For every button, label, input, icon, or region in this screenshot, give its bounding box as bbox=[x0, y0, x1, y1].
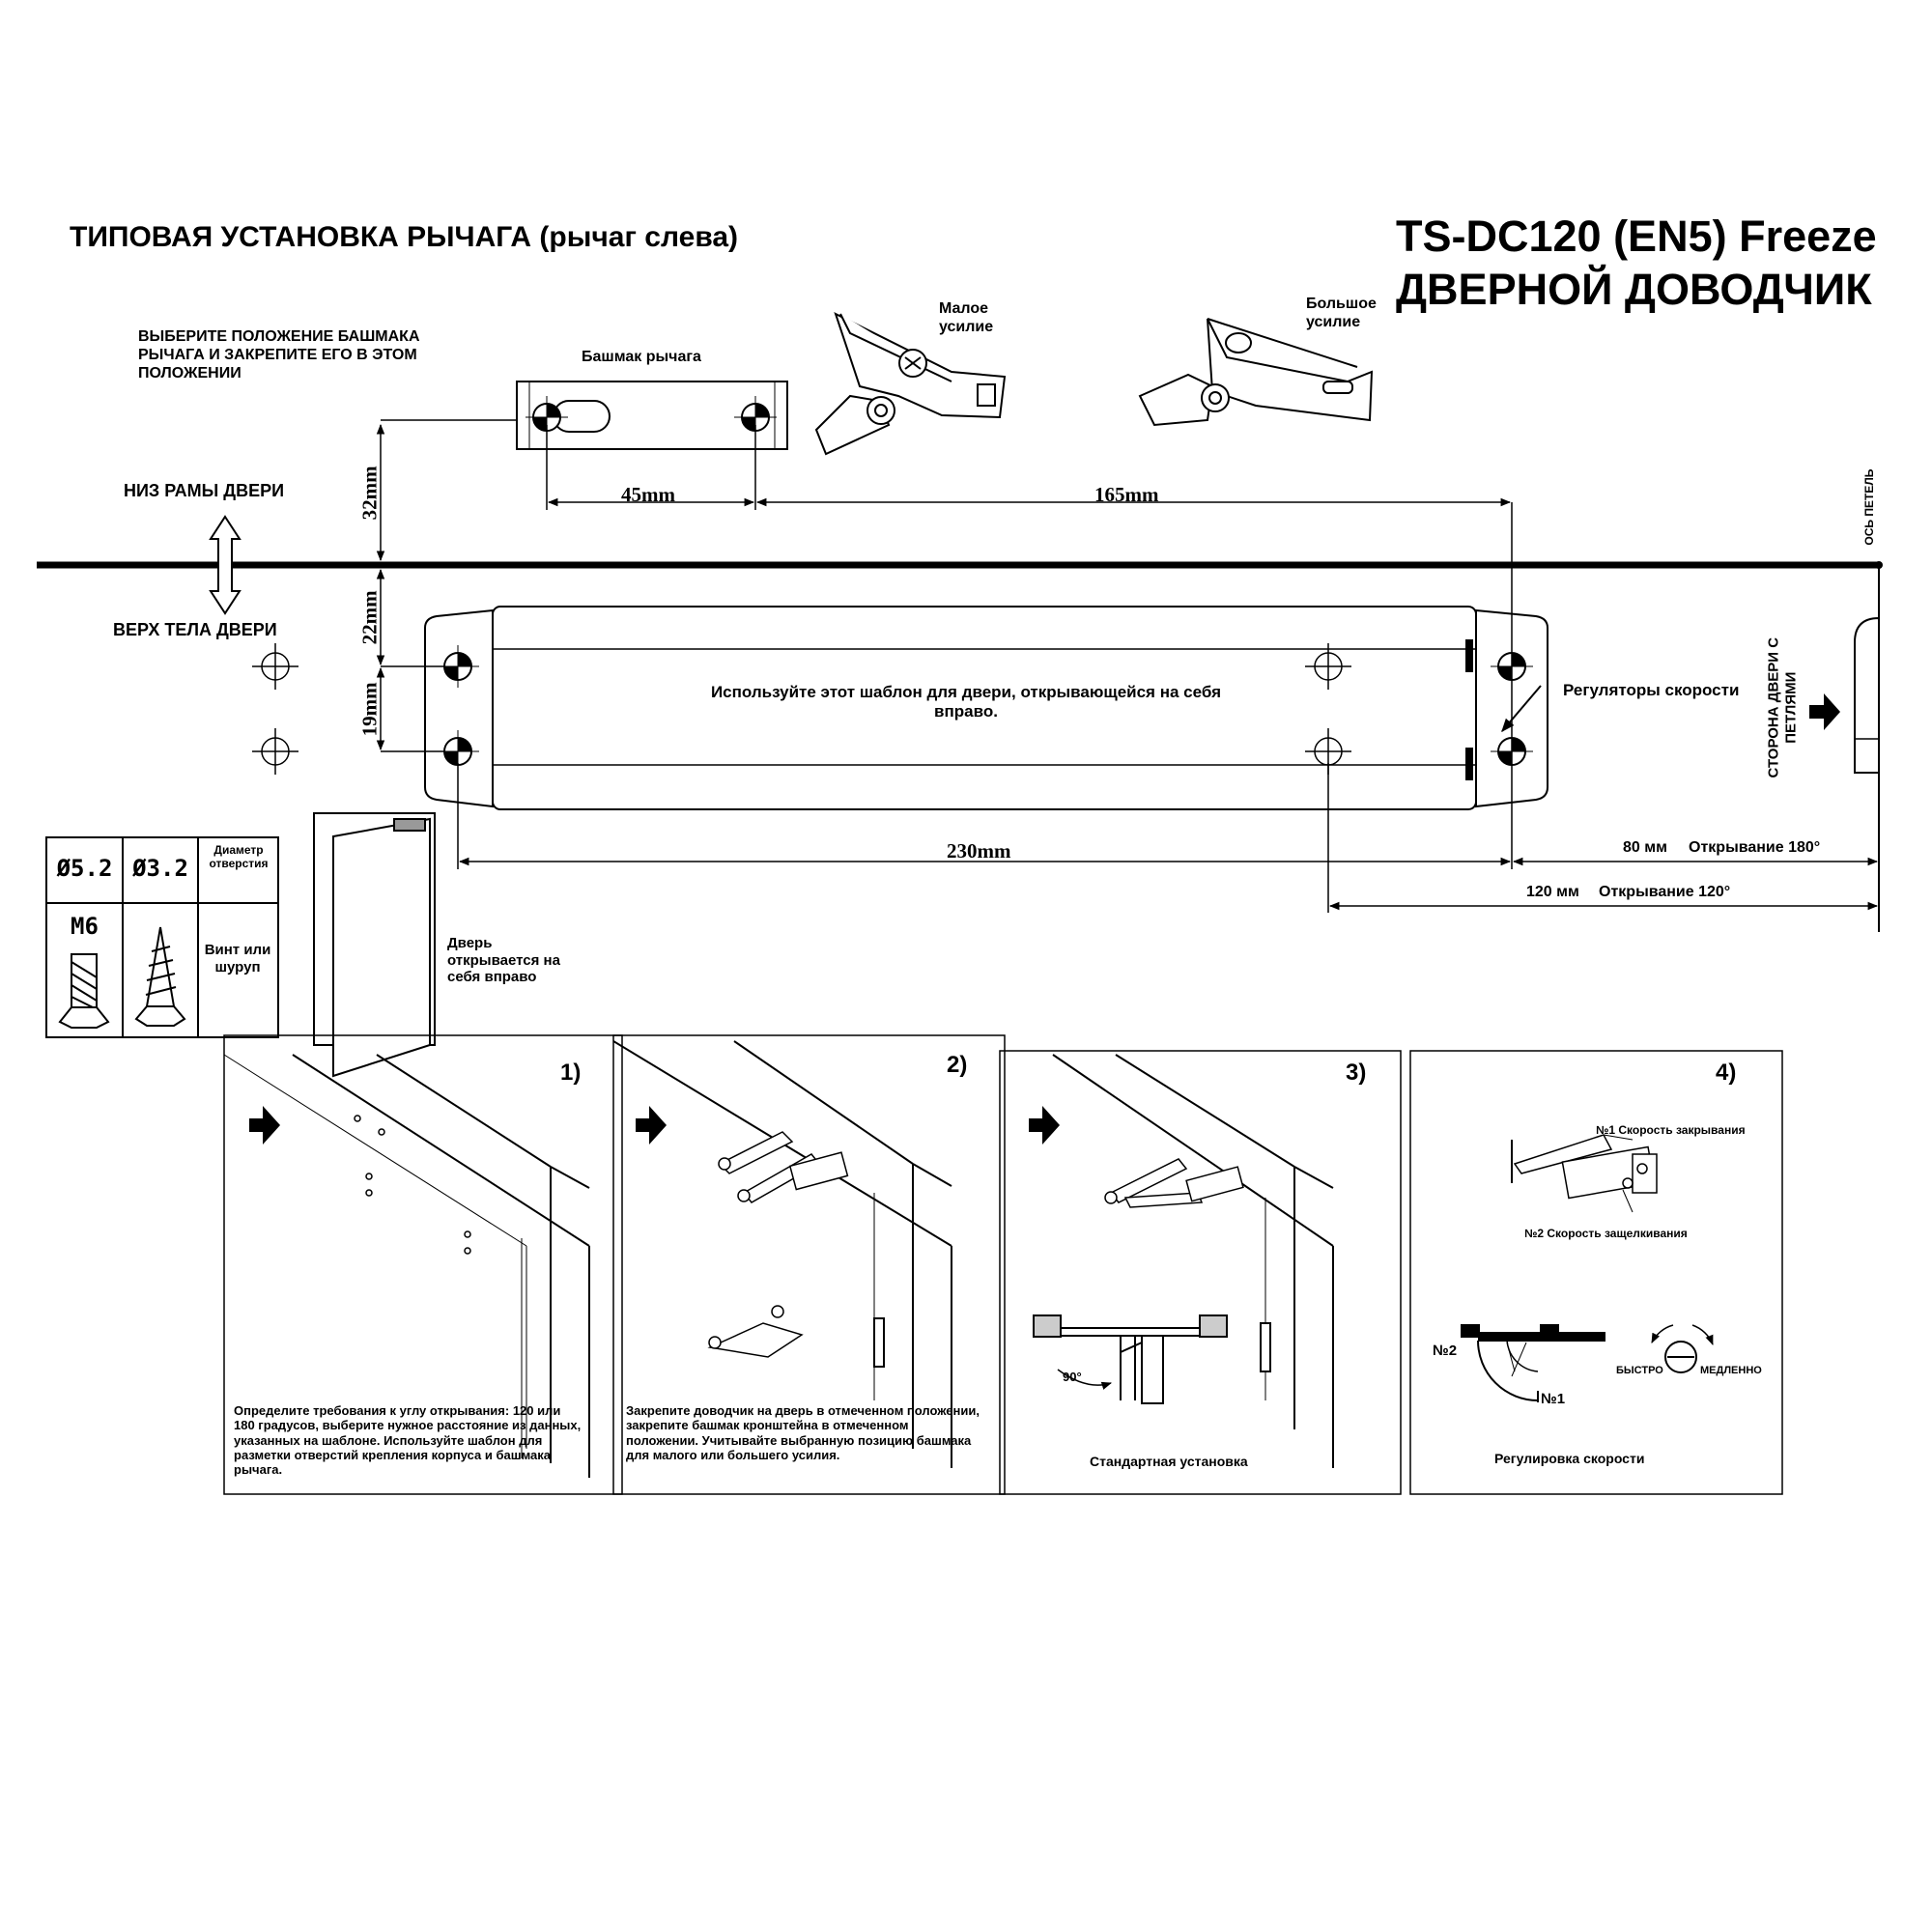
hole-d1: Ø5.2 bbox=[56, 855, 113, 882]
step3-door-illustration bbox=[1052, 1054, 1334, 1468]
closer-body bbox=[424, 606, 1548, 810]
dim-45: 45mm bbox=[621, 483, 675, 506]
crosshair-marks bbox=[252, 643, 1351, 775]
speed1-label: №1 Скорость закрывания bbox=[1596, 1123, 1746, 1137]
small-force-bracket bbox=[814, 312, 1007, 456]
speed-screw-icon bbox=[1651, 1324, 1714, 1373]
step2-door-illustration bbox=[612, 1040, 952, 1468]
open-120-label: Открывание 120° bbox=[1599, 884, 1731, 900]
updown-arrow bbox=[209, 515, 242, 615]
speed-regulators-label: Регуляторы скорости bbox=[1563, 681, 1740, 699]
large-force-bracket bbox=[1138, 318, 1374, 427]
speed2-label: №2 Скорость защелкивания bbox=[1524, 1227, 1688, 1240]
step3-angle: 90° bbox=[1063, 1370, 1082, 1384]
speed-regulator-1 bbox=[1465, 639, 1473, 672]
step4-n2: №2 bbox=[1433, 1343, 1458, 1359]
step4-closer-illustration bbox=[1511, 1134, 1658, 1213]
fast-label: БЫСТРО bbox=[1616, 1365, 1663, 1376]
door-opens-label: Дверь открывается на себя вправо bbox=[447, 935, 560, 986]
step2-number: 2) bbox=[947, 1052, 968, 1078]
left-title: ТИПОВАЯ УСТАНОВКА РЫЧАГА (рычаг слева) bbox=[70, 221, 739, 253]
hinge-side-arrow bbox=[1809, 693, 1840, 730]
dim-165: 165mm bbox=[1094, 483, 1159, 506]
frame-bottom-label: НИЗ РАМЫ ДВЕРИ bbox=[124, 481, 285, 500]
hinge-axis-label: ОСЬ ПЕТЕЛЬ bbox=[1861, 468, 1876, 546]
door-top-label: ВЕРХ ТЕЛА ДВЕРИ bbox=[113, 620, 277, 639]
step1-arrow bbox=[249, 1106, 280, 1145]
wood-screw-icon bbox=[134, 926, 186, 1027]
hole-m6: M6 bbox=[71, 913, 99, 940]
body-note: Используйте этот шаблон для двери, откры… bbox=[710, 683, 1222, 721]
step3-closer-parts bbox=[1104, 1158, 1244, 1208]
step3-caption: Стандартная установка bbox=[1090, 1454, 1248, 1469]
step1-text: Определите требования к углу открывания:… bbox=[234, 1403, 582, 1478]
step2-panel bbox=[612, 1034, 1006, 1495]
large-force-label: Большое усилие bbox=[1306, 296, 1377, 330]
step2-arrow bbox=[636, 1106, 667, 1145]
hole-table bbox=[45, 836, 279, 1038]
hinge-side-label: СТОРОНА ДВЕРИ С ПЕТЛЯМИ bbox=[1765, 636, 1799, 778]
step4-number: 4) bbox=[1716, 1060, 1737, 1086]
small-force-label: Малое усилие bbox=[939, 300, 994, 335]
door-icon bbox=[313, 812, 436, 1078]
speed-regulator-2 bbox=[1465, 748, 1473, 780]
step1-drill-dots bbox=[354, 1115, 471, 1255]
select-note: ВЫБЕРИТЕ ПОЛОЖЕНИЕ БАШМАКА РЫЧАГА И ЗАКР… bbox=[138, 328, 420, 382]
step2-text: Закрепите доводчик на дверь в отмеченном… bbox=[626, 1403, 980, 1462]
shoe-label: Башмак рычага bbox=[582, 349, 701, 365]
dim-80: 80 мм bbox=[1623, 839, 1667, 856]
step4-door-top-view bbox=[1461, 1324, 1605, 1402]
step4-panel bbox=[1409, 1050, 1783, 1495]
hole-d2: Ø3.2 bbox=[132, 855, 188, 882]
step4-caption: Регулировка скорости bbox=[1494, 1451, 1645, 1466]
dim-230: 230mm bbox=[947, 839, 1011, 862]
screw-label: Винт или шуруп bbox=[204, 942, 271, 975]
step3-arrow bbox=[1029, 1106, 1060, 1145]
dim-32: 32mm bbox=[357, 466, 382, 521]
step3-number: 3) bbox=[1346, 1060, 1367, 1086]
model-title: TS-DC120 (EN5) Freeze bbox=[1396, 212, 1877, 261]
dim-22: 22mm bbox=[357, 590, 382, 645]
product-title: ДВЕРНОЙ ДОВОДЧИК bbox=[1396, 265, 1872, 314]
dim-19: 19mm bbox=[357, 682, 382, 737]
slow-label: МЕДЛЕННО bbox=[1700, 1365, 1762, 1376]
hinge-knuckle bbox=[1854, 616, 1880, 774]
m6-screw-icon bbox=[58, 953, 110, 1029]
open-180-label: Открывание 180° bbox=[1689, 839, 1821, 856]
dim-120: 120 мм bbox=[1526, 884, 1579, 900]
step1-panel bbox=[223, 1034, 623, 1495]
step2-closer-parts bbox=[707, 1131, 849, 1358]
step4-n1: №1 bbox=[1541, 1391, 1566, 1407]
step3-top-view bbox=[1033, 1314, 1228, 1404]
hole-diameter-label: Диаметр отверстия bbox=[209, 843, 269, 871]
step3-panel bbox=[999, 1050, 1402, 1495]
step1-door-illustration bbox=[223, 1054, 590, 1478]
step1-number: 1) bbox=[560, 1060, 582, 1086]
target-marks bbox=[437, 396, 1533, 773]
